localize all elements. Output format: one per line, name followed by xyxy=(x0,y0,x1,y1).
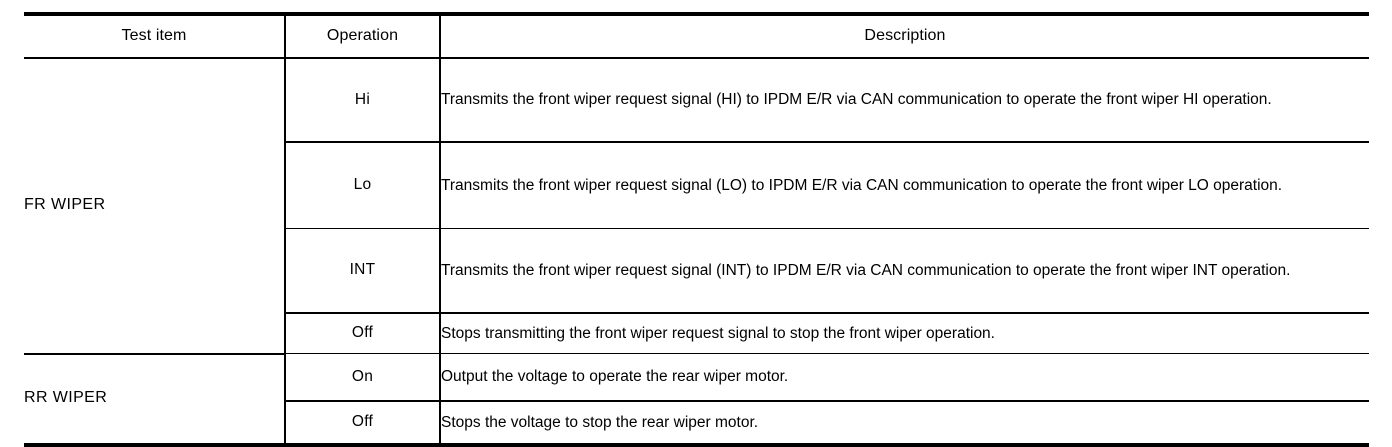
cell-description-hi: Transmits the front wiper request signal… xyxy=(439,58,1369,143)
cell-operation-on: On xyxy=(284,353,440,402)
table-header: Test item Operation Description xyxy=(24,12,1369,59)
table-row: FR WIPER Hi Transmits the front wiper re… xyxy=(24,58,1369,355)
cell-operation-int: INT xyxy=(284,228,440,314)
table-header-row: Test item Operation Description xyxy=(24,12,1369,59)
table-row: Off Stops transmitting the front wiper r… xyxy=(24,313,1369,354)
cell-operation-off-front: Off xyxy=(284,313,440,354)
document-page: Test item Operation Description FR WIPER… xyxy=(24,12,1369,447)
cell-test-item-fr-wiper: FR WIPER xyxy=(24,58,285,355)
cell-description-off-rear: Stops the voltage to stop the rear wiper… xyxy=(439,401,1369,447)
column-header-description: Description xyxy=(439,12,1369,59)
cell-operation-lo: Lo xyxy=(284,142,440,229)
cell-description-on: Output the voltage to operate the rear w… xyxy=(439,353,1369,402)
cell-test-item-rr-wiper: RR WIPER xyxy=(24,353,285,447)
table-row: Lo Transmits the front wiper request sig… xyxy=(24,142,1369,229)
table-body: FR WIPER Hi Transmits the front wiper re… xyxy=(24,58,1369,447)
cell-description-off-front: Stops transmitting the front wiper reque… xyxy=(439,313,1369,354)
wiper-active-test-table: Test item Operation Description FR WIPER… xyxy=(24,12,1369,447)
table-row: INT Transmits the front wiper request si… xyxy=(24,228,1369,314)
cell-operation-off-rear: Off xyxy=(284,401,440,447)
column-header-test-item: Test item xyxy=(24,12,285,59)
cell-description-lo: Transmits the front wiper request signal… xyxy=(439,142,1369,229)
cell-description-int: Transmits the front wiper request signal… xyxy=(439,228,1369,314)
spec-table-container: Test item Operation Description FR WIPER… xyxy=(24,12,1369,447)
cell-operation-hi: Hi xyxy=(284,58,440,143)
column-header-operation: Operation xyxy=(284,12,440,59)
table-row: RR WIPER On Output the voltage to operat… xyxy=(24,353,1369,447)
